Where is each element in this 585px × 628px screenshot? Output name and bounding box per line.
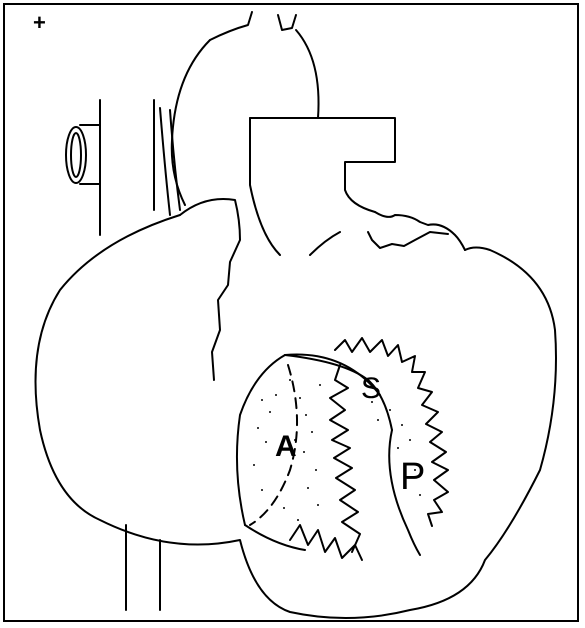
lower-fringe <box>290 525 362 560</box>
label-septal: S <box>361 374 381 404</box>
septal-leaflet <box>330 365 360 552</box>
superior-vena-cava <box>100 100 180 235</box>
pulmonary-vessel-stub <box>66 125 100 184</box>
corner-plus-mark: + <box>33 12 46 34</box>
label-posterior: P <box>400 458 425 496</box>
label-anterior: A <box>275 432 297 462</box>
right-atrium <box>180 199 240 380</box>
heart-outline <box>36 215 557 618</box>
aorta <box>172 12 319 205</box>
ventricle-window <box>237 355 420 556</box>
pulmonary-trunk <box>250 118 395 255</box>
left-atrial-appendage <box>368 212 465 250</box>
